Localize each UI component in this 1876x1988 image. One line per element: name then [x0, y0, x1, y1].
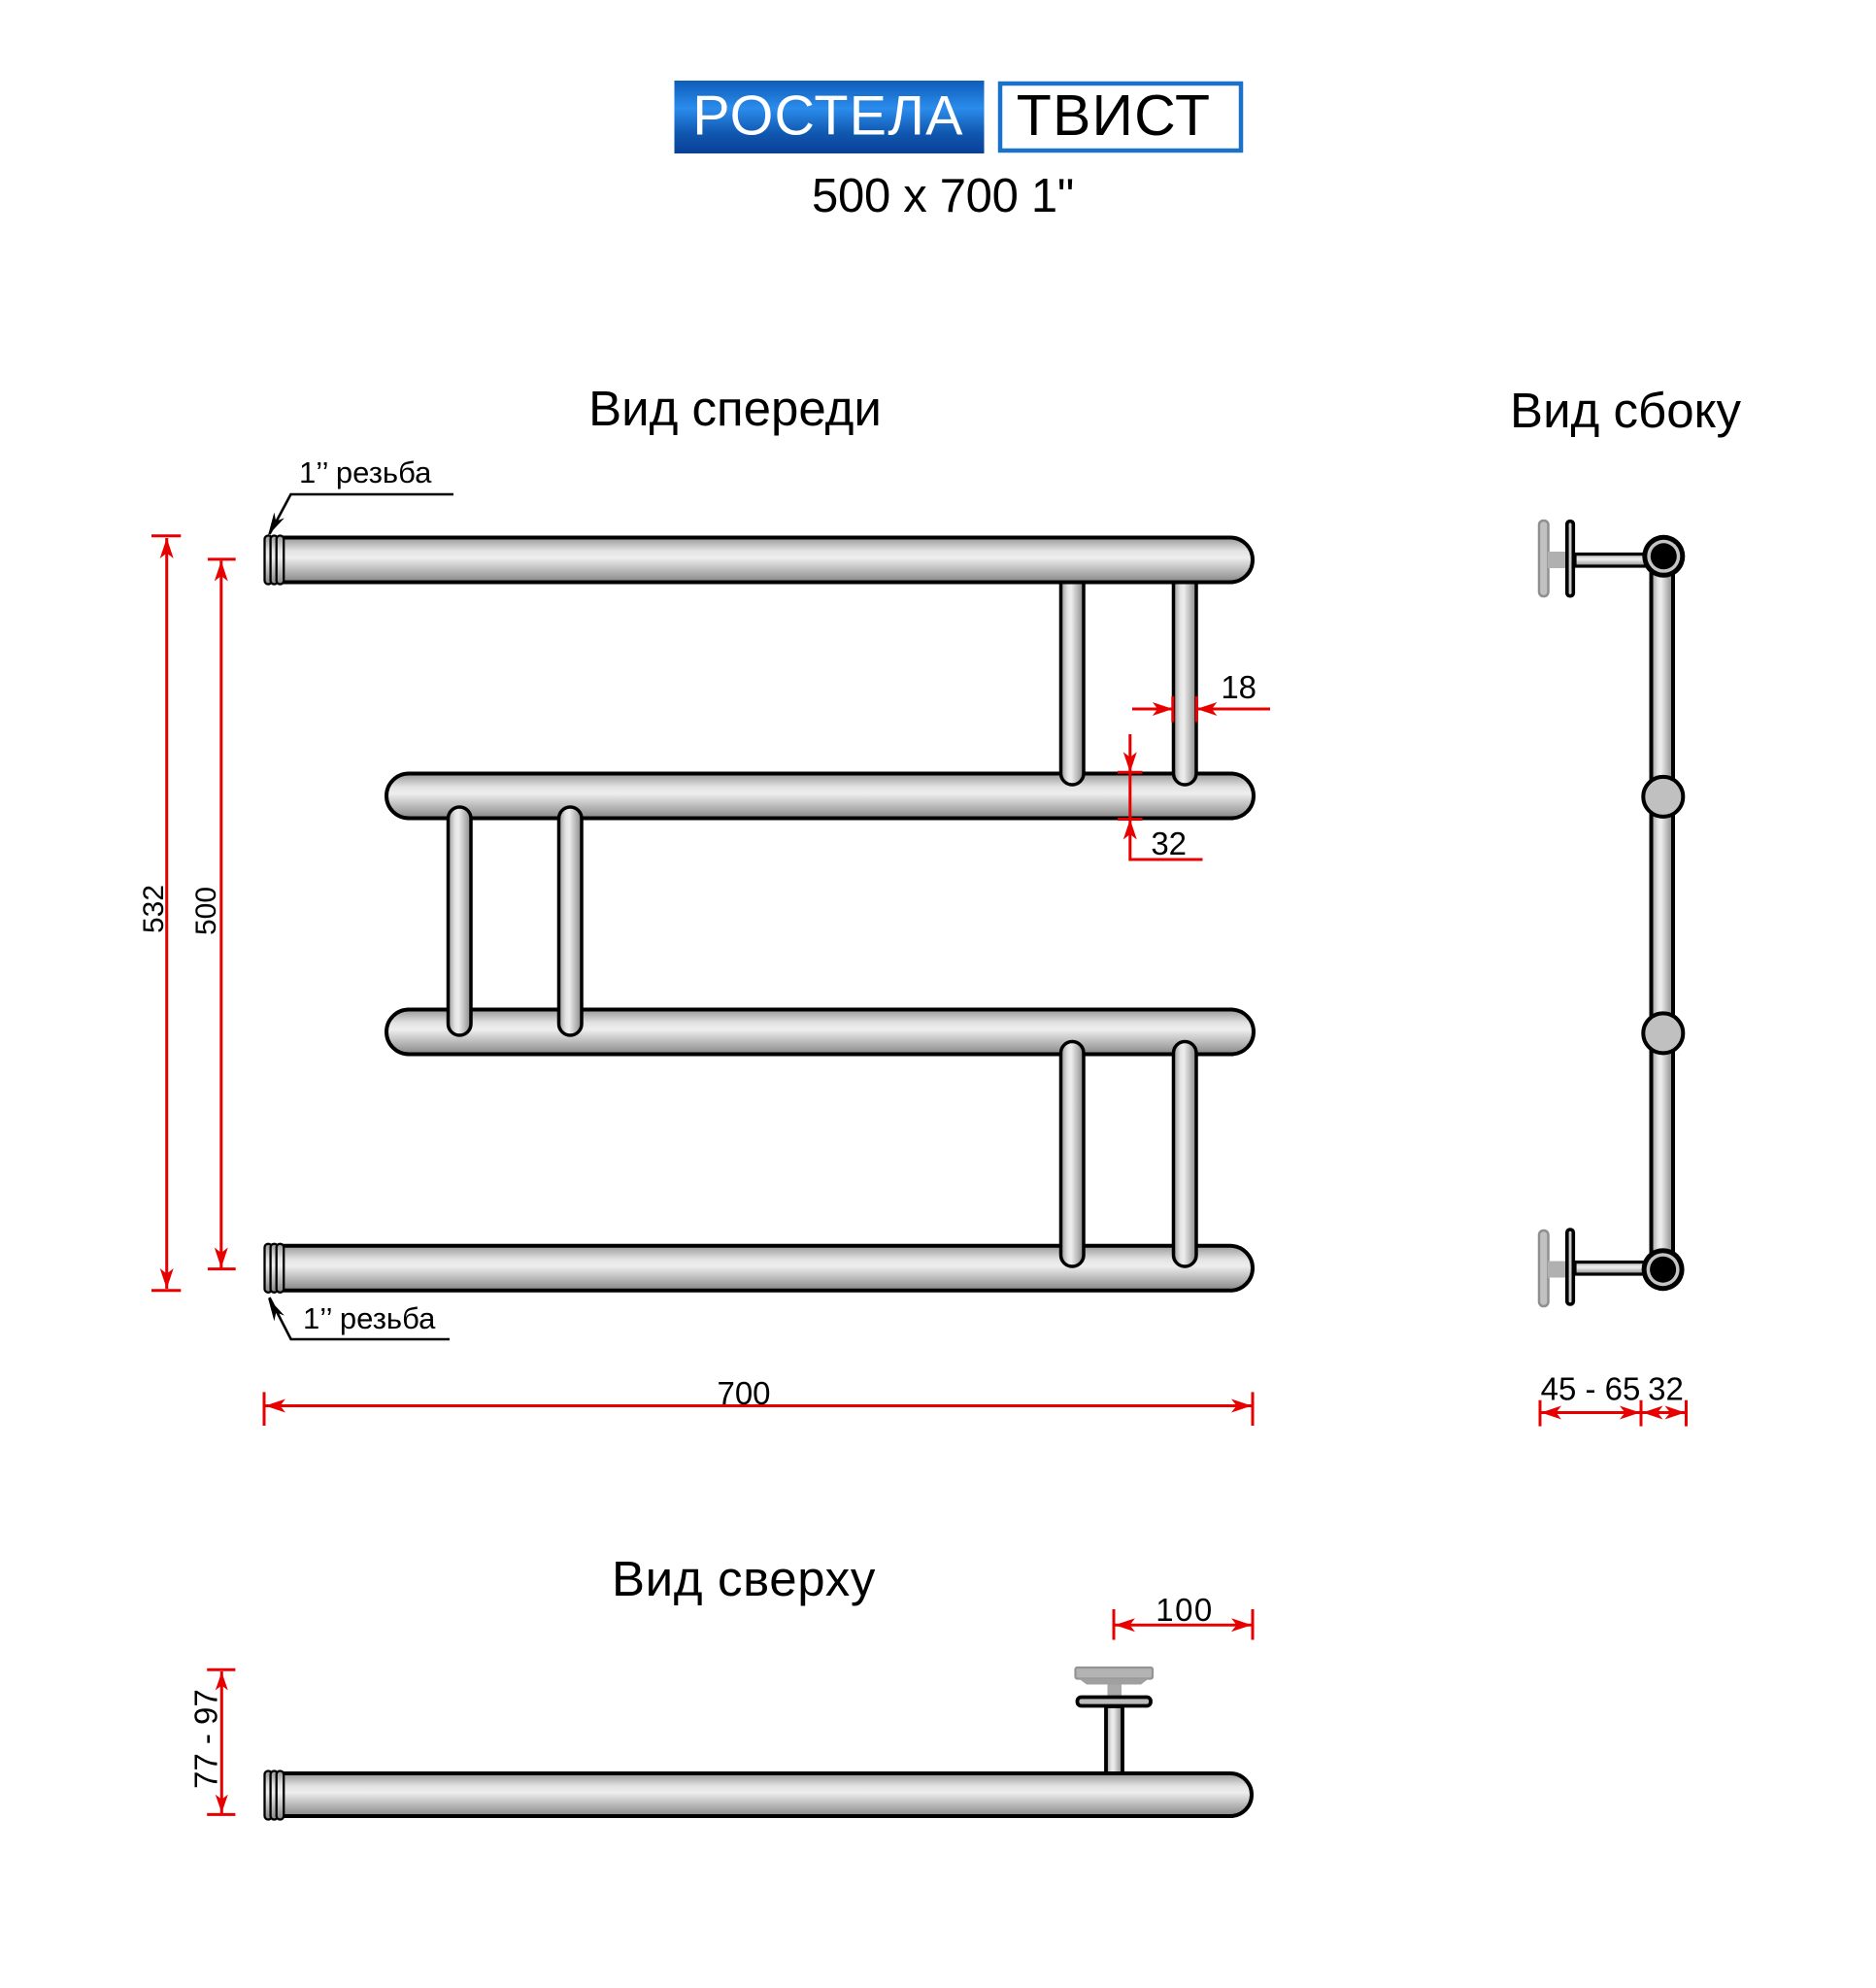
svg-text:500 x 700 1": 500 x 700 1": [812, 170, 1074, 222]
svg-text:18: 18: [1221, 669, 1256, 705]
svg-text:700: 700: [717, 1375, 770, 1411]
svg-text:45 - 65: 45 - 65: [1541, 1371, 1641, 1407]
svg-text:532: 532: [138, 885, 170, 933]
svg-text:32: 32: [1151, 826, 1187, 861]
svg-text:Вид сбоку: Вид сбоку: [1510, 383, 1741, 438]
svg-text:1’’ резьба: 1’’ резьба: [299, 455, 432, 489]
svg-text:1’’ резьба: 1’’ резьба: [303, 1301, 436, 1335]
svg-text:РОСТЕЛА: РОСТЕЛА: [692, 85, 963, 148]
svg-text:100: 100: [1156, 1592, 1214, 1628]
svg-text:500: 500: [190, 887, 222, 935]
svg-text:77 - 97: 77 - 97: [187, 1689, 223, 1789]
svg-text:Вид сверху: Вид сверху: [612, 1551, 876, 1606]
svg-text:Вид спереди: Вид спереди: [588, 381, 882, 436]
svg-text:32: 32: [1648, 1371, 1684, 1407]
svg-text:ТВИСТ: ТВИСТ: [1017, 84, 1212, 148]
